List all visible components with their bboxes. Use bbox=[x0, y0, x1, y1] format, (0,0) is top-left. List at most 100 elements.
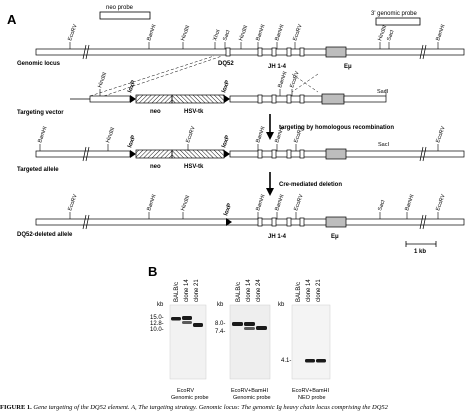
blot-probe: Genomic probe bbox=[171, 395, 209, 401]
blot-membrane bbox=[229, 304, 271, 380]
cre-label: Cre-mediated deletion bbox=[279, 182, 342, 188]
site-xhoi: XhoI bbox=[212, 29, 222, 42]
blot-probe: Genomic probe bbox=[233, 395, 271, 401]
blot-probe: NEO probe bbox=[298, 395, 326, 401]
marker-label: 8.0- bbox=[215, 321, 225, 327]
blot-enzyme: EcoRV+BamHI bbox=[292, 388, 330, 394]
neo-probe-label: neo probe bbox=[106, 5, 134, 11]
loxp-label: loxP bbox=[127, 135, 137, 149]
blot-membrane bbox=[291, 304, 331, 380]
emu-label: Eμ bbox=[331, 234, 339, 240]
neo-label: neo bbox=[150, 109, 161, 115]
jh-label: JH 1-4 bbox=[268, 64, 287, 70]
marker-label: 12.8- bbox=[150, 321, 164, 327]
genomic-probe-label: 3' genomic probe bbox=[371, 11, 418, 17]
site-hindiii: HindIII bbox=[180, 24, 191, 41]
scale-bar: 1 kb bbox=[405, 241, 437, 255]
blot-lane-label: clone 24 bbox=[256, 279, 262, 302]
site-saci: SacI bbox=[222, 29, 232, 42]
neo-cassette bbox=[135, 94, 173, 104]
jh-label: JH 1-4 bbox=[268, 234, 287, 240]
marker-label: 7.4- bbox=[215, 329, 225, 335]
site-saci: SacI bbox=[386, 29, 396, 42]
blot-band bbox=[305, 359, 315, 363]
blot-band bbox=[182, 316, 192, 320]
blot-lane-label: clone 21 bbox=[316, 279, 322, 302]
cre-arrow: Cre-mediated deletion bbox=[266, 172, 342, 196]
genomic-locus-row: EcoRV BamHI HindIII XhoI SacI HindIII Ba… bbox=[17, 23, 465, 70]
emu-label: Eμ bbox=[344, 64, 352, 70]
blot-3: BALB/c clone 14 clone 21 kb 4.1- EcoRV+B… bbox=[278, 279, 331, 401]
dq52-segment bbox=[225, 47, 231, 57]
site-ecorv: EcoRV bbox=[289, 70, 301, 88]
row-label-targeting-vector: Targeting vector bbox=[17, 110, 64, 116]
loxp-triangle bbox=[226, 218, 232, 226]
targeted-allele-row: BamHI HindIII EcoRV BamHI BamHI EcoRV Sa… bbox=[17, 125, 465, 173]
blot-lane-label: BALB/c bbox=[296, 282, 302, 302]
site-bamhi: BamHI bbox=[146, 23, 158, 41]
loxp-triangle bbox=[224, 95, 230, 103]
caption-text: Gene targeting of the DQ52 element. A, T… bbox=[33, 404, 388, 411]
site-bamhi: BamHI bbox=[255, 193, 267, 211]
blot-band bbox=[256, 326, 267, 330]
marker-label: 15.0- bbox=[150, 315, 164, 321]
blot-enzyme: EcoRV+BamHI bbox=[231, 388, 269, 394]
site-bamhi: BamHI bbox=[255, 125, 267, 143]
site-ecorv: EcoRV bbox=[435, 193, 447, 211]
recombination-label: targeting by homologous recombination bbox=[279, 125, 394, 131]
blot-2: BALB/c clone 14 clone 24 kb 8.0- 7.4- Ec… bbox=[215, 279, 271, 401]
site-ecorv: EcoRV bbox=[292, 23, 304, 41]
panel-a-label: A bbox=[7, 12, 17, 27]
site-ecorv: EcoRV bbox=[67, 193, 79, 211]
panel-b-label: B bbox=[148, 264, 157, 279]
figure-caption: FIGURE 1. Gene targeting of the DQ52 ele… bbox=[0, 403, 474, 412]
recombination-arrow: targeting by homologous recombination bbox=[266, 114, 394, 140]
neo-probe-box bbox=[99, 11, 151, 20]
row-label-genomic-locus: Genomic locus bbox=[17, 61, 61, 67]
row-label-targeted-allele: Targeted allele bbox=[17, 167, 59, 173]
marker-label: 10.0- bbox=[150, 327, 164, 333]
loxp-label: loxP bbox=[221, 80, 231, 94]
blot-lane-label: BALB/c bbox=[236, 282, 242, 302]
blot-band bbox=[244, 327, 255, 330]
site-bamhi: BamHI bbox=[274, 23, 286, 41]
emu-box bbox=[325, 46, 347, 58]
neo-probe: neo probe bbox=[99, 5, 151, 20]
loxp-label: loxP bbox=[223, 203, 233, 217]
site-ecorv: EcoRV bbox=[293, 125, 305, 143]
blot-lane-label: clone 14 bbox=[184, 279, 190, 302]
hsvtk-cassette bbox=[171, 94, 225, 104]
blot-band bbox=[193, 323, 203, 327]
blot-1: BALB/c clone 14 clone 21 kb 15.0- 12.8- … bbox=[150, 279, 209, 401]
crossover-lines bbox=[89, 55, 319, 97]
site-hindiii: HindIII bbox=[97, 71, 108, 88]
loxp-label: loxP bbox=[127, 80, 137, 94]
kb-label: kb bbox=[278, 302, 285, 308]
loxp-triangle bbox=[130, 95, 136, 103]
targeting-vector-row: HindIII BamHI EcoRV SacI loxP loxP Targe… bbox=[17, 70, 388, 116]
site-bamhi: BamHI bbox=[277, 70, 289, 88]
blot-lane-label: BALB/c bbox=[174, 282, 180, 302]
site-bamhi: BamHI bbox=[146, 193, 158, 211]
kb-label: kb bbox=[217, 302, 224, 308]
hsvtk-label: HSV-tk bbox=[184, 109, 204, 115]
site-bamhi: BamHI bbox=[37, 125, 49, 143]
blot-enzyme: EcoRV bbox=[177, 388, 194, 394]
marker-label: 4.1- bbox=[281, 358, 291, 364]
kb-label: kb bbox=[157, 302, 164, 308]
site-ecorv: EcoRV bbox=[185, 125, 197, 143]
genomic-probe-box bbox=[375, 17, 421, 26]
neo-label: neo bbox=[150, 164, 161, 170]
loxp-label: loxP bbox=[221, 135, 231, 149]
blot-lane-label: clone 14 bbox=[246, 279, 252, 302]
blot-lane-label: clone 14 bbox=[306, 279, 312, 302]
blot-band bbox=[182, 321, 192, 324]
site-bamhi: BamHI bbox=[435, 23, 447, 41]
site-saci: SacI bbox=[377, 89, 388, 95]
genomic-probe: 3' genomic probe bbox=[371, 11, 421, 26]
scale-label: 1 kb bbox=[414, 249, 426, 255]
blot-band bbox=[171, 317, 181, 321]
site-bamhi: BamHI bbox=[274, 125, 286, 143]
site-hindiii: HindIII bbox=[180, 194, 191, 211]
